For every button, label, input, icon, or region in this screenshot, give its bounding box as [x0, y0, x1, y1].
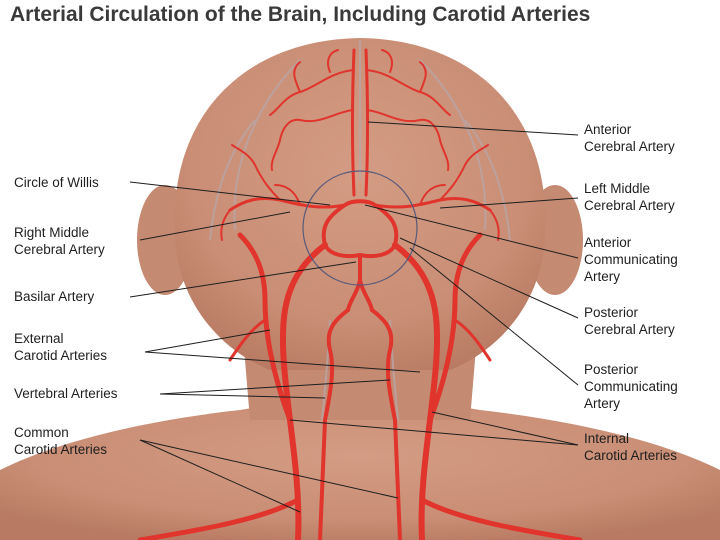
label-line: Anterior [584, 235, 632, 250]
label-line: Communicating [584, 252, 678, 267]
label-line: Basilar Artery [14, 289, 95, 304]
label-line: Artery [584, 269, 621, 284]
leader-lines [129, 121, 579, 513]
label-posterior-cerebral-artery: Posterior Cerebral Artery [584, 304, 675, 338]
label-internal-carotid-arteries: Internal Carotid Arteries [584, 430, 677, 464]
circle-of-willis-outline [302, 170, 418, 286]
label-circle-of-willis: Circle of Willis [14, 174, 99, 191]
label-line: Internal [584, 431, 630, 446]
label-line: Right Middle [14, 225, 90, 240]
label-line: Artery [584, 396, 621, 411]
label-line: Carotid Arteries [14, 442, 108, 457]
head [174, 38, 546, 370]
label-left-middle-cerebral-artery: Left Middle Cerebral Artery [584, 180, 675, 214]
label-posterior-communicating-artery: Posterior Communicating Artery [584, 361, 678, 412]
label-line: Communicating [584, 379, 678, 394]
label-line: Posterior [584, 362, 639, 377]
label-right-middle-cerebral-artery: Right Middle Cerebral Artery [14, 224, 105, 258]
label-line: Left Middle [584, 181, 651, 196]
label-line: Cerebral Artery [584, 322, 675, 337]
label-line: Vertebral Arteries [14, 386, 118, 401]
label-line: Common [14, 425, 69, 440]
label-line: Carotid Arteries [14, 348, 108, 363]
label-anterior-cerebral-artery: Anterior Cerebral Artery [584, 121, 675, 155]
label-line: External [14, 331, 64, 346]
label-vertebral-arteries: Vertebral Arteries [14, 385, 118, 402]
label-line: Circle of Willis [14, 175, 99, 190]
label-line: Anterior [584, 122, 632, 137]
page-title: Arterial Circulation of the Brain, Inclu… [10, 3, 591, 26]
label-common-carotid-arteries: Common Carotid Arteries [14, 424, 107, 458]
label-basilar-artery: Basilar Artery [14, 288, 94, 305]
arteries [137, 48, 583, 540]
label-line: Posterior [584, 305, 639, 320]
label-anterior-communicating-artery: Anterior Communicating Artery [584, 234, 678, 285]
label-line: Cerebral Artery [584, 198, 675, 213]
label-line: Cerebral Artery [584, 139, 675, 154]
shoulders [0, 400, 720, 540]
label-line: Carotid Arteries [584, 448, 678, 463]
label-line: Cerebral Artery [14, 242, 105, 257]
label-external-carotid-arteries: External Carotid Arteries [14, 330, 107, 364]
